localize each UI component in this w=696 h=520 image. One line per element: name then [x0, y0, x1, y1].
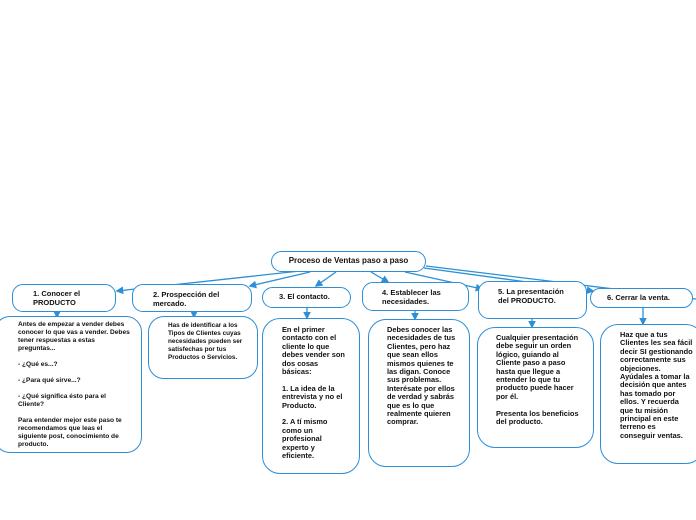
- topic-6-detail-text: Haz que a tus Clientes les sea fácil dec…: [620, 330, 693, 440]
- topic-6-label: 6. Cerrar la venta.: [607, 293, 670, 302]
- topic-6-node[interactable]: 6. Cerrar la venta.: [590, 288, 693, 308]
- connector-root-topic-3: [314, 271, 337, 287]
- connector-root-topic-2: [248, 271, 311, 289]
- topic-5-label: 5. La presentación del PRODUCTO.: [498, 287, 564, 305]
- topic-4-detail-node[interactable]: Debes conocer las necesidades de tus Cli…: [368, 319, 470, 467]
- topic-4-node[interactable]: 4. Establecer las necesidades.: [362, 282, 469, 311]
- topic-2-detail-node[interactable]: Has de identificar a los Tipos de Client…: [148, 316, 258, 379]
- topic-5-detail-node[interactable]: Cualquier presentación debe seguir un or…: [477, 327, 594, 448]
- topic-2-node[interactable]: 2. Prospección del mercado.: [132, 284, 252, 312]
- topic-3-detail-text: En el primer contacto con el cliente lo …: [282, 325, 345, 461]
- topic-1-detail-node[interactable]: Antes de empezar a vender debes conocer …: [0, 316, 142, 453]
- topic-5-node[interactable]: 5. La presentación del PRODUCTO.: [478, 281, 587, 319]
- topic-5-detail-text: Cualquier presentación debe seguir un or…: [496, 333, 579, 427]
- topic-1-label: 1. Conocer el PRODUCTO: [33, 289, 81, 307]
- root-node[interactable]: Proceso de Ventas paso a paso: [271, 251, 426, 272]
- topic-6-detail-node[interactable]: Haz que a tus Clientes les sea fácil dec…: [600, 324, 696, 464]
- topic-4-detail-text: Debes conocer las necesidades de tus Cli…: [387, 325, 456, 427]
- topic-4-label: 4. Establecer las necesidades.: [382, 288, 441, 306]
- topic-1-node[interactable]: 1. Conocer el PRODUCTO: [12, 284, 116, 312]
- topic-3-node[interactable]: 3. El contacto.: [262, 287, 351, 308]
- topic-3-label: 3. El contacto.: [279, 292, 330, 301]
- connector-root-topic-4: [370, 271, 390, 283]
- topic-2-detail-text: Has de identificar a los Tipos de Client…: [168, 322, 243, 361]
- root-label: Proceso de Ventas paso a paso: [288, 256, 409, 266]
- topic-2-label: 2. Prospección del mercado.: [153, 290, 220, 308]
- topic-1-detail-text: Antes de empezar a vender debes conocer …: [18, 321, 130, 448]
- connector-root-topic-5: [404, 271, 484, 292]
- topic-3-detail-node[interactable]: En el primer contacto con el cliente lo …: [262, 318, 360, 474]
